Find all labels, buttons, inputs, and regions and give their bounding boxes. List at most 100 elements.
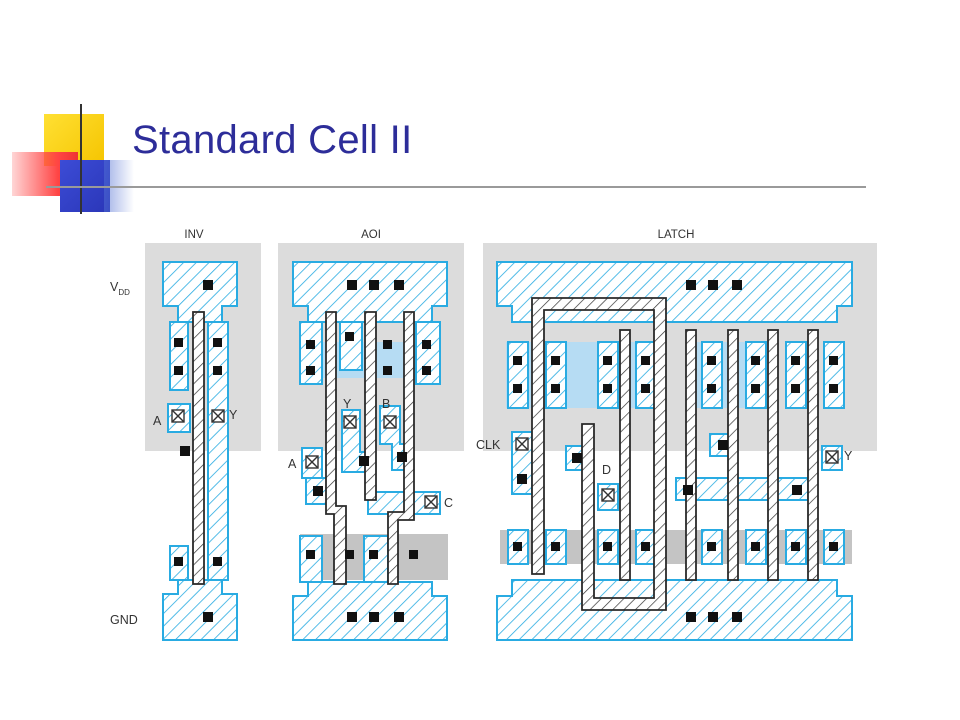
latch-contact-p13 xyxy=(791,356,800,365)
aoi-pin-a-via xyxy=(305,455,319,469)
latch-pmos-7-metal xyxy=(785,341,807,409)
aoi-contact-p1 xyxy=(306,340,315,349)
inv-output-metal xyxy=(207,321,229,581)
latch-contact-p6 xyxy=(603,384,612,393)
inv-contact-p2 xyxy=(174,366,183,375)
inv-gnd-rail xyxy=(162,579,238,641)
latch-poly-4 xyxy=(727,329,739,581)
aoi-contact-n2 xyxy=(345,550,354,559)
logo-vertical-line xyxy=(80,104,82,214)
standard-cell-layout-diagram: INV AOI LATCH VDD GND xyxy=(110,229,877,641)
latch-contact-n5 xyxy=(707,542,716,551)
latch-contact-p10 xyxy=(707,384,716,393)
aoi-pmos-left-metal xyxy=(299,321,323,385)
latch-contact-gnd-2 xyxy=(708,612,718,622)
latch-contact-vdd-2 xyxy=(708,280,718,290)
aoi-contact-p7 xyxy=(422,366,431,375)
gnd-label: GND xyxy=(110,613,138,627)
aoi-contact-b xyxy=(397,452,407,462)
latch-cell-label: LATCH xyxy=(658,229,695,241)
aoi-pin-c-label: C xyxy=(444,496,453,510)
aoi-contact-y xyxy=(359,456,369,466)
latch-vdd-rail xyxy=(496,261,853,323)
inv-contact-p4 xyxy=(213,366,222,375)
latch-poly-loop xyxy=(531,297,667,611)
latch-poly-2 xyxy=(619,329,631,581)
vdd-label-main: V xyxy=(110,280,119,294)
inv-contact-n2 xyxy=(213,557,222,566)
latch-pin-y-via xyxy=(825,450,839,464)
latch-contact-p9 xyxy=(707,356,716,365)
inv-contact-gnd xyxy=(203,612,213,622)
latch-contact-p5 xyxy=(603,356,612,365)
aoi-gnd-rail xyxy=(292,581,448,641)
aoi-contact-vdd-3 xyxy=(394,280,404,290)
latch-contact-p1 xyxy=(513,356,522,365)
latch-gnd-rail xyxy=(496,579,853,641)
aoi-cell-label: AOI xyxy=(361,229,381,241)
slide-title: Standard Cell II xyxy=(132,118,413,162)
aoi-contact-gnd-3 xyxy=(394,612,404,622)
inv-contact-n1 xyxy=(174,557,183,566)
latch-contact-fb2 xyxy=(792,485,802,495)
inv-contact-p3 xyxy=(213,338,222,347)
aoi-contact-p2 xyxy=(306,366,315,375)
aoi-contact-n3 xyxy=(369,550,378,559)
latch-contact-n6 xyxy=(751,542,760,551)
latch-pmos-4-metal xyxy=(635,341,657,409)
latch-contact-p3 xyxy=(551,356,560,365)
latch-pin-d-label: D xyxy=(602,463,611,477)
latch-contact-n1 xyxy=(513,542,522,551)
latch-pin-y-label: Y xyxy=(844,449,853,463)
latch-contact-fb1 xyxy=(683,485,693,495)
inv-pin-y-label: Y xyxy=(229,408,238,422)
latch-contact-p16 xyxy=(829,384,838,393)
latch-contact-vdd-1 xyxy=(686,280,696,290)
latch-contact-p14 xyxy=(791,384,800,393)
aoi-pin-b-label: B xyxy=(382,397,390,411)
aoi-contact-p6 xyxy=(422,340,431,349)
latch-contact-p11 xyxy=(751,356,760,365)
aoi-pin-y-label: Y xyxy=(343,397,352,411)
inv-pin-a-via xyxy=(171,409,185,423)
latch-contact-n3 xyxy=(603,542,612,551)
latch-pmos-8-metal xyxy=(823,341,845,409)
latch-contact-n7 xyxy=(791,542,800,551)
latch-contact-clk-lower xyxy=(517,474,527,484)
inv-contact-in xyxy=(180,446,190,456)
latch-poly-6 xyxy=(807,329,819,581)
vdd-label-subscript: DD xyxy=(118,288,130,297)
aoi-pin-y-via xyxy=(343,415,357,429)
latch-contact-gnd-3 xyxy=(732,612,742,622)
inv-contact-vdd xyxy=(203,280,213,290)
latch-contact-int1 xyxy=(572,453,582,463)
inv-cell-label: INV xyxy=(184,229,204,241)
inv-poly-gate xyxy=(192,311,205,585)
aoi-contact-n1 xyxy=(306,550,315,559)
latch-contact-vdd-3 xyxy=(732,280,742,290)
latch-pmos-1-metal xyxy=(507,341,529,409)
aoi-contact-n4 xyxy=(409,550,418,559)
aoi-poly-c xyxy=(387,311,415,585)
latch-contact-mid xyxy=(718,440,728,450)
latch-pin-clk-via xyxy=(515,437,529,451)
latch-contact-p2 xyxy=(513,384,522,393)
aoi-pin-a-label: A xyxy=(288,457,297,471)
latch-pin-d-via xyxy=(601,488,615,502)
latch-contact-n4 xyxy=(641,542,650,551)
title-rule xyxy=(46,186,866,188)
latch-pmos-3-metal xyxy=(597,341,619,409)
aoi-contact-gnd-1 xyxy=(347,612,357,622)
latch-contact-p12 xyxy=(751,384,760,393)
aoi-contact-a-lower xyxy=(313,486,323,496)
latch-pmos-5-metal xyxy=(701,341,723,409)
aoi-pin-c-via xyxy=(424,495,438,509)
inv-contact-p1 xyxy=(174,338,183,347)
latch-pmos-2-metal xyxy=(545,341,567,409)
latch-poly-3 xyxy=(685,329,697,581)
latch-contact-p8 xyxy=(641,384,650,393)
latch-pmos-6-metal xyxy=(745,341,767,409)
aoi-contact-p5 xyxy=(383,366,392,375)
aoi-pmos-mid-metal xyxy=(339,321,363,371)
aoi-contact-p3 xyxy=(345,332,354,341)
